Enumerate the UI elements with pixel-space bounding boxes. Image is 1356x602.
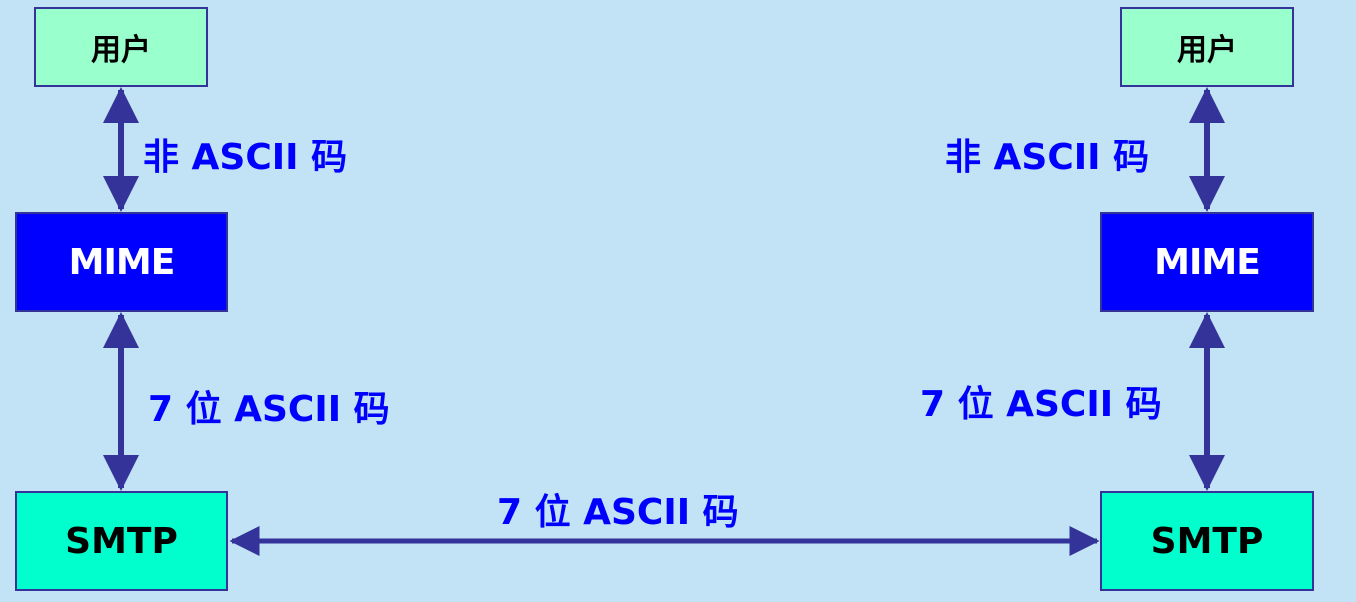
left-non-ascii-label: 非 ASCII 码 <box>143 137 348 178</box>
right-mime-box: MIME <box>1100 212 1314 312</box>
left-smtp-label: SMTP <box>65 520 178 562</box>
left-user-label: 用户 <box>91 33 151 68</box>
left-smtp-box: SMTP <box>15 491 228 591</box>
right-user-box: 用户 <box>1120 7 1294 87</box>
right-mime-label: MIME <box>1154 241 1261 283</box>
left-7bit-ascii-label: 7 位 ASCII 码 <box>148 389 390 430</box>
left-mime-box: MIME <box>15 212 228 312</box>
right-smtp-box: SMTP <box>1100 491 1314 591</box>
left-user-box: 用户 <box>34 7 208 87</box>
right-user-label: 用户 <box>1177 33 1237 68</box>
right-smtp-label: SMTP <box>1150 520 1264 562</box>
left-mime-label: MIME <box>68 241 176 283</box>
transfer-7bit-ascii-label: 7 位 ASCII 码 <box>497 492 739 533</box>
right-7bit-ascii-label: 7 位 ASCII 码 <box>920 384 1162 425</box>
right-non-ascii-label: 非 ASCII 码 <box>945 137 1150 178</box>
